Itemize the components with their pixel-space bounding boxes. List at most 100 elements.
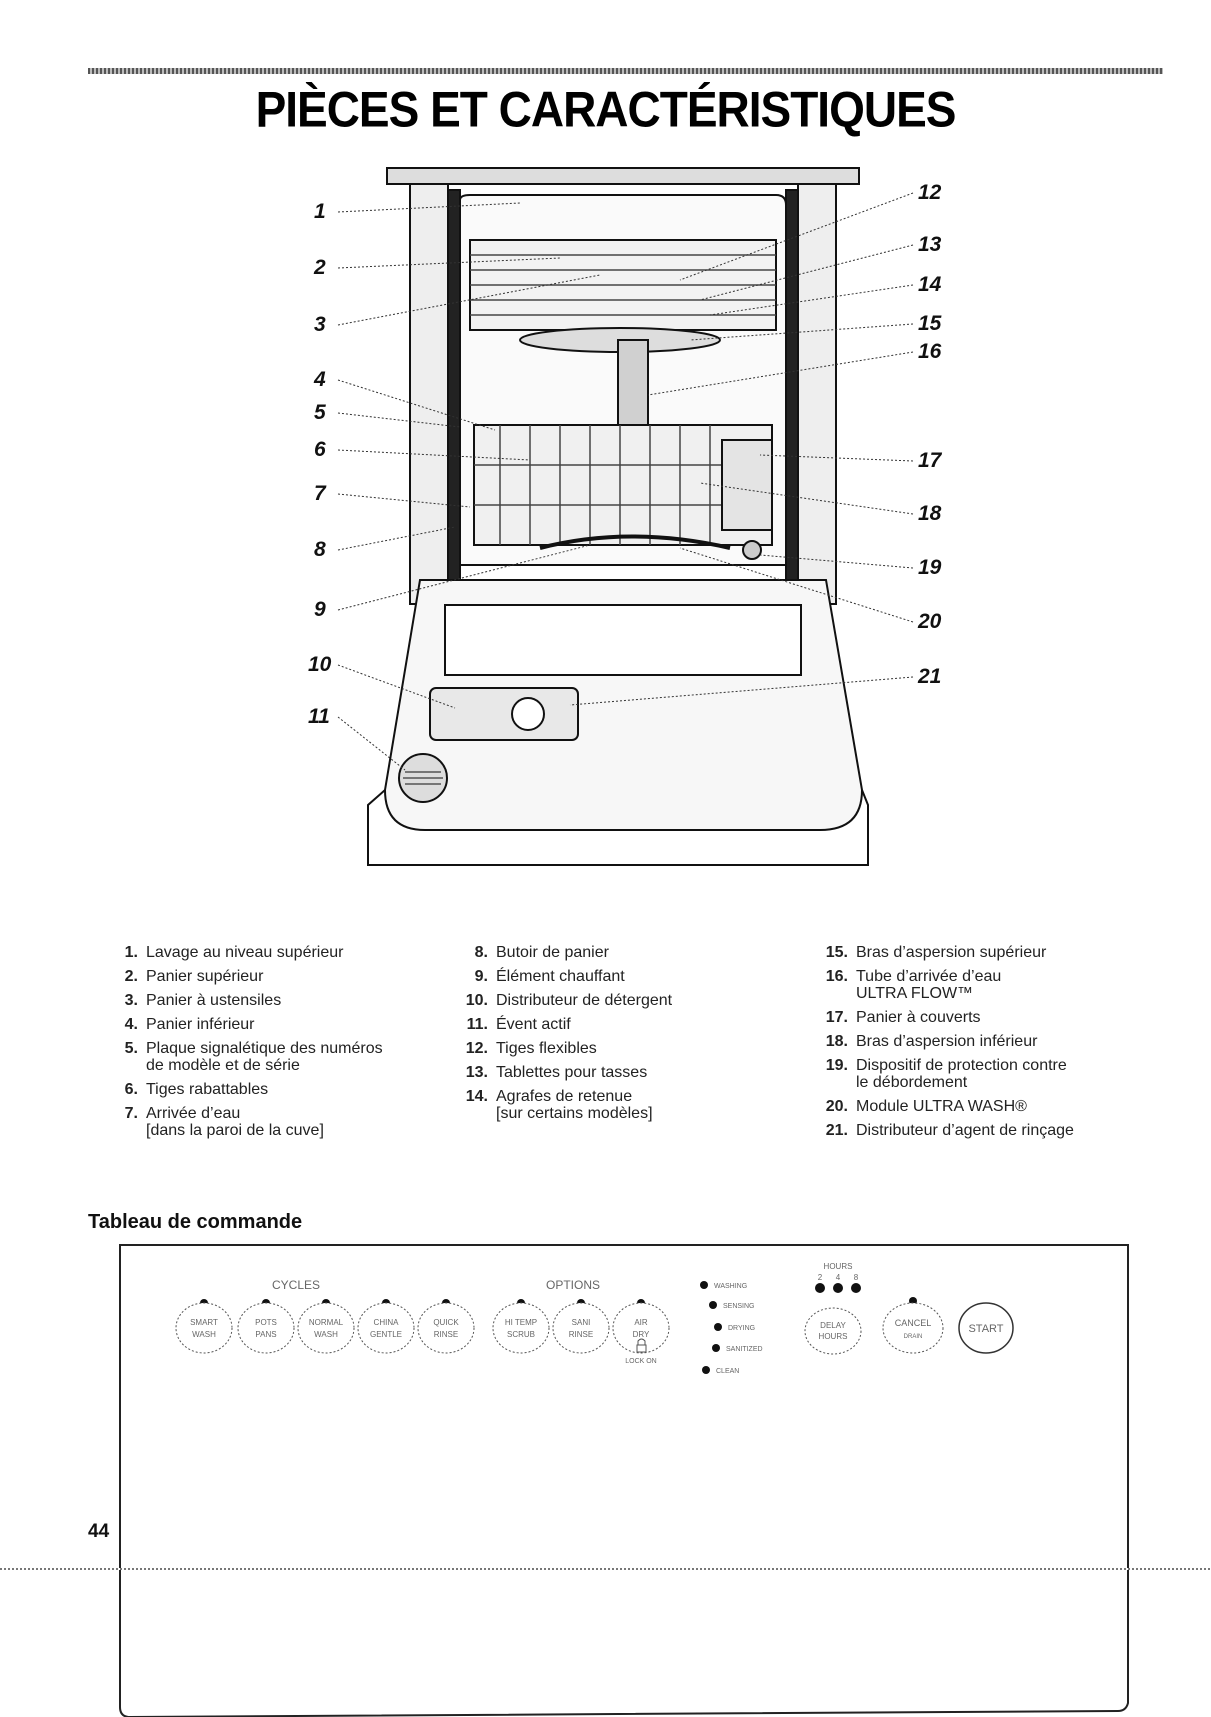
svg-text:POTS: POTS	[255, 1318, 277, 1327]
legend-item: 11.Évent actif	[466, 1016, 571, 1033]
callout-7: 7	[314, 482, 327, 505]
svg-text:HOURS: HOURS	[819, 1332, 848, 1341]
options-label: OPTIONS	[546, 1278, 600, 1292]
svg-text:START: START	[968, 1323, 1003, 1335]
cycle-button-china-gentle[interactable]: CHINA GENTLE	[357, 1299, 415, 1354]
cycle-button-quick-rinse[interactable]: QUICK RINSE	[417, 1299, 475, 1354]
svg-text:2: 2	[818, 1273, 823, 1282]
svg-text:WASH: WASH	[314, 1330, 338, 1339]
start-button[interactable]: START	[958, 1302, 1014, 1354]
countertop-strip	[386, 167, 860, 185]
cycle-button-normal-wash[interactable]: NORMAL WASH	[297, 1299, 355, 1354]
callout-10: 10	[308, 653, 332, 676]
svg-text:8: 8	[854, 1273, 859, 1282]
legend-item: 6.Tiges rabattables	[124, 1081, 269, 1098]
callout-19: 19	[918, 556, 942, 579]
callout-21: 21	[917, 665, 941, 688]
legend-item: 21.Distributeur d’agent de rinçage	[825, 1122, 1074, 1139]
page-number: 44	[88, 1521, 110, 1542]
svg-text:GENTLE: GENTLE	[370, 1330, 402, 1339]
lower-spray-arm	[539, 534, 731, 550]
dishwasher-diagram: 1 2 3 4 5 6 7 8 9 10 11 12 13 14 15 16 1…	[308, 167, 943, 866]
control-panel: CYCLES OPTIONS HOURS 2 4 8 SMART WASH PO…	[119, 1244, 1129, 1717]
callout-4: 4	[313, 368, 326, 391]
legend-item: 8.Butoir de panier	[474, 944, 609, 961]
hours-label: HOURS	[824, 1262, 853, 1271]
svg-text:CHINA: CHINA	[374, 1318, 400, 1327]
legend-item: 20.Module ULTRA WASH®	[825, 1098, 1027, 1115]
hours-indicator-8	[851, 1283, 861, 1293]
callout-1: 1	[314, 200, 326, 223]
svg-text:RINSE: RINSE	[569, 1330, 593, 1339]
status-light-sanitized	[712, 1344, 720, 1352]
legend-item: 17.Panier à couverts	[825, 1009, 981, 1026]
callout-5: 5	[314, 401, 326, 424]
legend-item: 1.Lavage au niveau supérieur	[124, 944, 344, 961]
callout-17: 17	[918, 449, 943, 472]
lock-on-label: LOCK ON	[625, 1358, 657, 1365]
legend-item: 19.Dispositif de protection contre le dé…	[825, 1057, 1067, 1091]
svg-text:SENSING: SENSING	[723, 1303, 755, 1310]
tub-right-wall	[797, 183, 837, 605]
callout-12: 12	[918, 181, 942, 204]
legend-item: 12.Tiges flexibles	[465, 1040, 597, 1057]
svg-text:DRY: DRY	[633, 1330, 650, 1339]
status-light-sensing	[709, 1301, 717, 1309]
legend-item: 13.Tablettes pour tasses	[465, 1064, 648, 1081]
svg-text:DRYING: DRYING	[728, 1325, 755, 1332]
option-button-air-dry[interactable]: AIR DRY	[612, 1299, 670, 1354]
cycle-button-smart-wash[interactable]: SMART WASH	[175, 1299, 233, 1354]
bottom-rule	[0, 1568, 1211, 1570]
status-light-drying	[714, 1323, 722, 1331]
section-title: Tableau de commande	[88, 1211, 303, 1233]
svg-text:CANCEL: CANCEL	[895, 1318, 932, 1328]
svg-text:NORMAL: NORMAL	[309, 1318, 344, 1327]
svg-text:DELAY: DELAY	[820, 1321, 846, 1330]
option-button-hi-temp-scrub[interactable]: HI TEMP SCRUB	[492, 1299, 550, 1354]
legend-column-3: 15.Bras d’aspersion supérieur 16.Tube d’…	[808, 944, 1148, 1146]
hours-indicator-2	[815, 1283, 825, 1293]
callout-18: 18	[918, 502, 942, 525]
svg-text:PANS: PANS	[255, 1330, 276, 1339]
hours-indicator-4	[833, 1283, 843, 1293]
legend-item: 4.Panier inférieur	[124, 1016, 255, 1033]
silverware-basket	[721, 439, 773, 531]
overfill-protector	[742, 540, 762, 560]
door-seal-left	[447, 189, 461, 591]
svg-text:AIR: AIR	[634, 1318, 648, 1327]
leader-lines	[337, 192, 914, 771]
legend-item: 10.Distributeur de détergent	[465, 992, 673, 1009]
upper-rack-wires	[470, 254, 776, 316]
callout-20: 20	[917, 610, 942, 633]
legend-item: 2.Panier supérieur	[124, 968, 264, 985]
callout-2: 2	[313, 256, 326, 279]
detergent-dispenser	[429, 687, 579, 741]
legend-item: 15.Bras d’aspersion supérieur	[825, 944, 1047, 961]
cancel-drain-button[interactable]: CANCEL DRAIN	[882, 1297, 944, 1354]
svg-text:SANI: SANI	[572, 1318, 591, 1327]
delay-hours-button[interactable]: DELAY HOURS	[804, 1307, 862, 1355]
svg-text:HI TEMP: HI TEMP	[505, 1318, 537, 1327]
callout-13: 13	[918, 233, 942, 256]
door-seal-right	[785, 189, 799, 591]
svg-text:WASH: WASH	[192, 1330, 216, 1339]
tub-left-wall	[409, 183, 449, 605]
top-rule	[88, 68, 1163, 74]
legend-item: 5.Plaque signalétique des numéros de mod…	[124, 1040, 383, 1074]
cycle-button-pots-pans[interactable]: POTS PANS	[237, 1299, 295, 1354]
legend-column-1: 1.Lavage au niveau supérieur 2.Panier su…	[98, 944, 428, 1146]
rinse-aid-cap	[511, 697, 545, 731]
cycles-label: CYCLES	[272, 1278, 320, 1292]
legend-item: 16.Tube d’arrivée d’eau ULTRA FLOW™	[825, 968, 1002, 1002]
status-light-washing	[700, 1281, 708, 1289]
legend-item: 3.Panier à ustensiles	[124, 992, 282, 1009]
option-button-sani-rinse[interactable]: SANI RINSE	[552, 1299, 610, 1354]
svg-text:SMART: SMART	[190, 1318, 218, 1327]
svg-text:QUICK: QUICK	[433, 1318, 459, 1327]
callout-14: 14	[918, 273, 942, 296]
callout-3: 3	[314, 313, 326, 336]
legend-item: 14.Agrafes de retenue [sur certains modè…	[465, 1088, 653, 1122]
callout-9: 9	[314, 598, 326, 621]
water-feed-tube	[617, 339, 649, 441]
svg-text:CLEAN: CLEAN	[716, 1368, 739, 1375]
